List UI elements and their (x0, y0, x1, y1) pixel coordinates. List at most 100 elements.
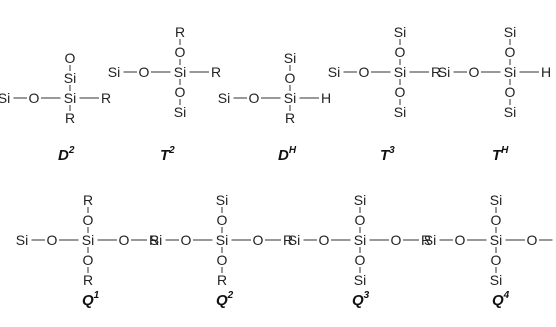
caption-superscript: 3 (389, 145, 395, 156)
center-si-atom: Si (64, 90, 76, 106)
down-atom-o: O (355, 252, 366, 268)
down-atom-si: Si (490, 272, 502, 288)
left-atom-o: O (47, 232, 58, 248)
center-si-atom: Si (504, 64, 516, 80)
right-atom-r: R (149, 232, 159, 248)
up-atom-si: Si (284, 50, 296, 66)
left-atom-si: Si (328, 64, 340, 80)
up-atom-o: O (217, 212, 228, 228)
structure-caption: DH (278, 145, 297, 164)
down-atom-si: Si (394, 104, 406, 120)
up-atom-r: R (83, 192, 93, 208)
right-atom-h: H (541, 64, 551, 80)
right-atom-o: O (391, 232, 402, 248)
structure-q4: SiOSiOSiOSiOSiQ4 (424, 192, 556, 309)
caption-label: D (58, 147, 69, 164)
up-atom-si: Si (504, 24, 516, 40)
center-si-atom: Si (284, 90, 296, 106)
caption-superscript: 1 (94, 290, 100, 301)
structure-caption: TH (492, 145, 509, 164)
center-si-atom: Si (354, 232, 366, 248)
left-atom-si: Si (150, 232, 162, 248)
down-atom-r: R (217, 272, 227, 288)
structure-caption: Q2 (216, 290, 234, 309)
structure-caption: Q4 (492, 290, 510, 309)
right-atom-r: R (211, 64, 221, 80)
right-atom-o: O (119, 232, 130, 248)
down-atom-o: O (217, 252, 228, 268)
caption-superscript: 4 (503, 290, 510, 301)
down-atom-o: O (395, 84, 406, 100)
right-atom-r: R (101, 90, 111, 106)
caption-label: Q (352, 292, 364, 309)
left-atom-o: O (359, 64, 370, 80)
left-atom-o: O (319, 232, 330, 248)
up-atom-o: O (175, 44, 186, 60)
center-si-atom: Si (394, 64, 406, 80)
up-atom-o: O (395, 44, 406, 60)
up-atom-o: O (355, 212, 366, 228)
left-atom-o: O (469, 64, 480, 80)
up-atom-si: Si (216, 192, 228, 208)
up-atom-o: O (491, 212, 502, 228)
down-atom-o: O (505, 84, 516, 100)
down-atom-o: O (83, 252, 94, 268)
structure-caption: T2 (160, 145, 175, 164)
caption-superscript: H (501, 145, 509, 156)
right-atom-r: R (421, 232, 431, 248)
caption-label: T (160, 147, 171, 164)
left-atom-o: O (249, 90, 260, 106)
caption-superscript: 2 (227, 290, 234, 301)
left-atom-si: Si (288, 232, 300, 248)
left-atom-si: Si (424, 232, 436, 248)
caption-superscript: 2 (68, 145, 75, 156)
caption-label: T (380, 147, 391, 164)
left-atom-o: O (139, 64, 150, 80)
right-atom-h: H (321, 90, 331, 106)
right-atom-r: R (283, 232, 293, 248)
right-atom-o: O (253, 232, 264, 248)
up-atom-r: R (175, 24, 185, 40)
up-atom-o: O (285, 70, 296, 86)
up-atom-o: O (505, 44, 516, 60)
down-atom-si: Si (504, 104, 516, 120)
left-atom-o: O (29, 90, 40, 106)
structure-caption: T3 (380, 145, 395, 164)
up-atom-si: Si (64, 70, 76, 86)
down-atom-si: Si (354, 272, 366, 288)
up-atom-o: O (65, 50, 76, 66)
down-atom-r: R (83, 272, 93, 288)
structure-caption: Q3 (352, 290, 370, 309)
structure-caption: Q1 (82, 290, 100, 309)
left-atom-si: Si (438, 64, 450, 80)
down-atom-o: O (491, 252, 502, 268)
structure-caption: D2 (58, 145, 75, 164)
down-atom-r: R (285, 110, 295, 126)
left-atom-si: Si (0, 90, 10, 106)
caption-superscript: 3 (364, 290, 370, 301)
left-atom-o: O (455, 232, 466, 248)
caption-superscript: H (289, 145, 297, 156)
center-si-atom: Si (82, 232, 94, 248)
center-si-atom: Si (216, 232, 228, 248)
left-atom-si: Si (218, 90, 230, 106)
up-atom-si: Si (354, 192, 366, 208)
up-atom-si: Si (394, 24, 406, 40)
left-atom-si: Si (16, 232, 28, 248)
caption-label: Q (216, 292, 228, 309)
caption-superscript: 2 (168, 145, 175, 156)
caption-label: Q (492, 292, 504, 309)
caption-label: T (492, 147, 503, 164)
center-si-atom: Si (174, 64, 186, 80)
caption-label: Q (82, 292, 94, 309)
center-si-atom: Si (490, 232, 502, 248)
down-atom-si: Si (174, 104, 186, 120)
down-atom-o: O (175, 84, 186, 100)
left-atom-si: Si (108, 64, 120, 80)
